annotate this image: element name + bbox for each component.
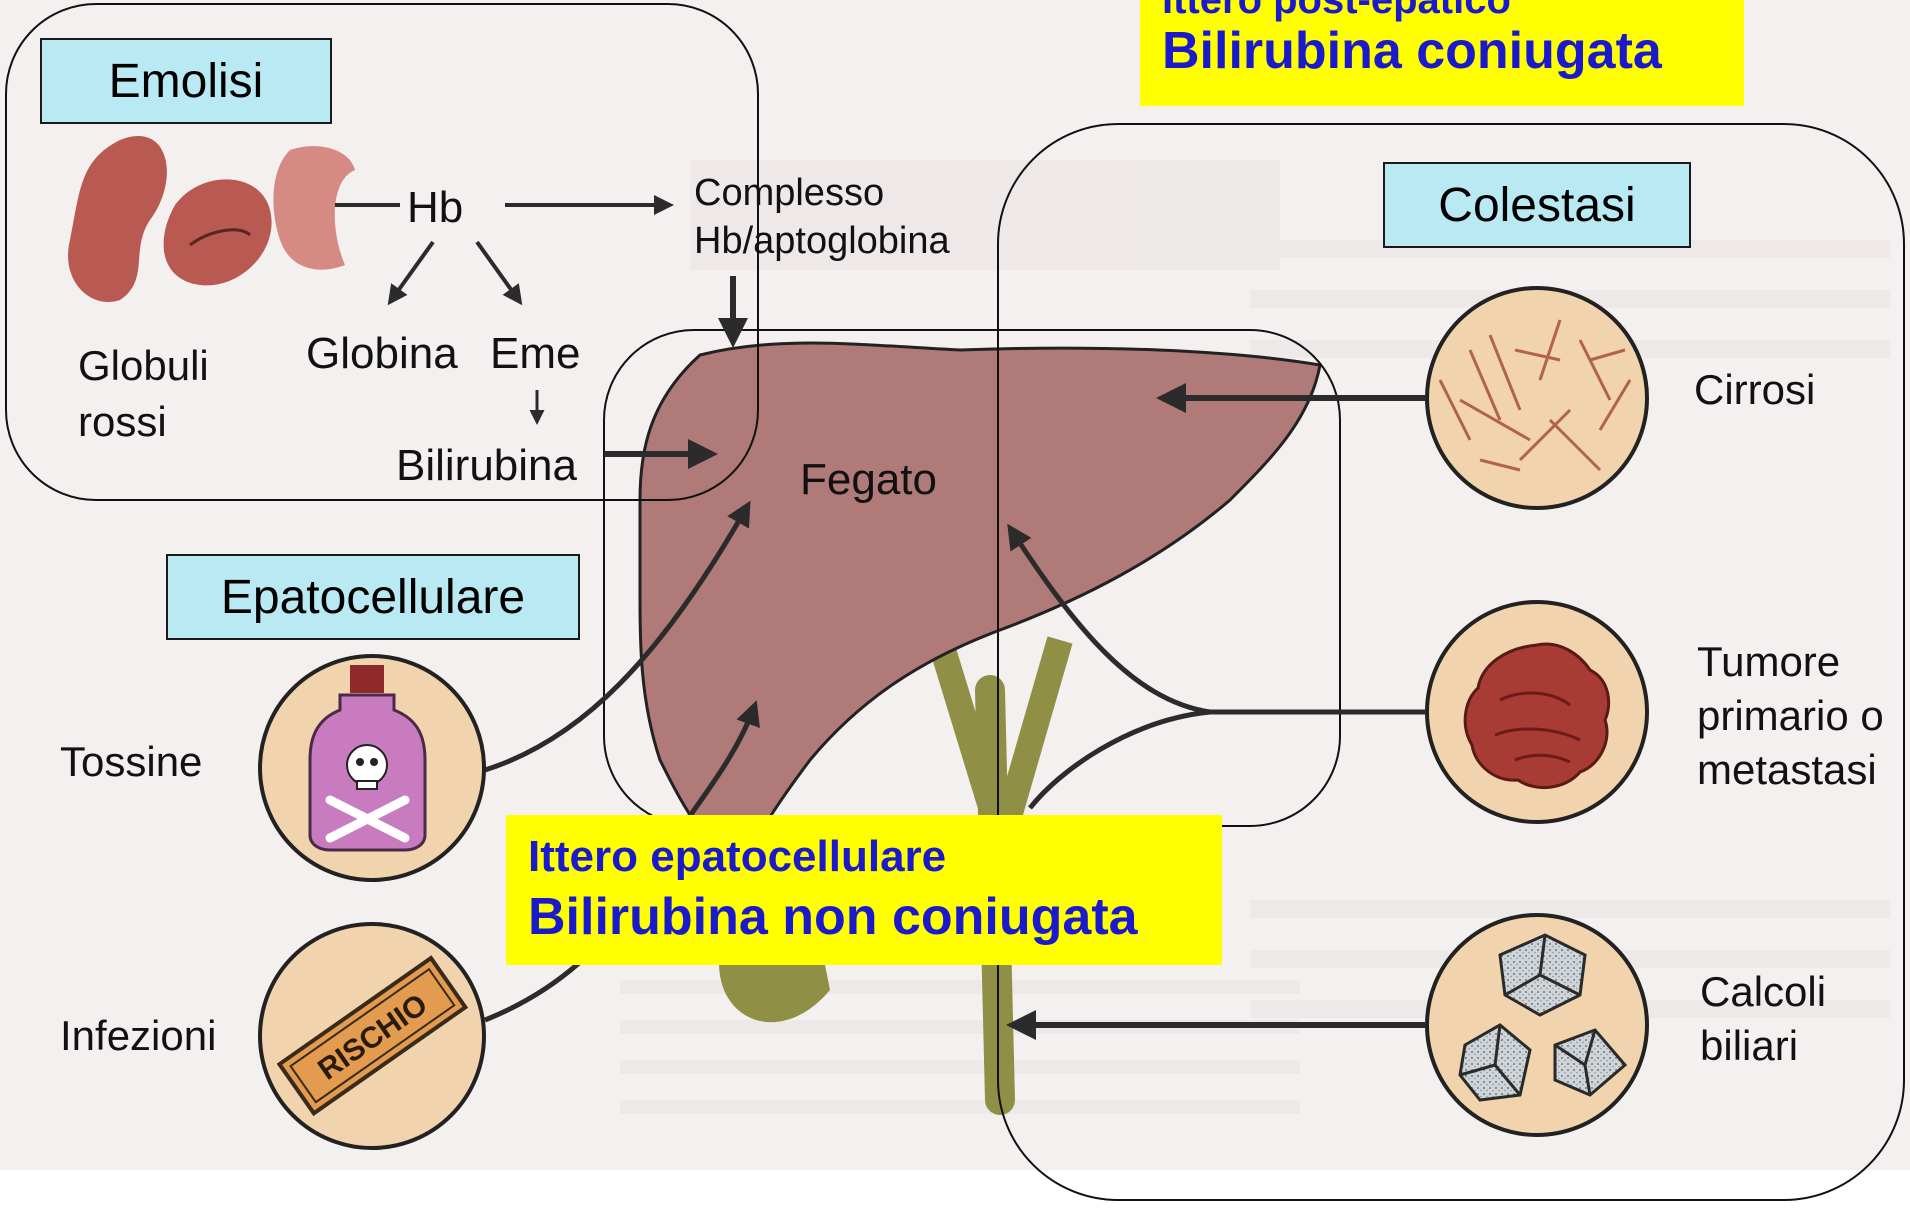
epatocellulare-subtitle: Bilirubina non coniugata: [528, 885, 1222, 949]
epatocellulare-label: Epatocellulare: [166, 554, 580, 640]
post-epatico-banner: Ittero post-epatico Bilirubina coniugata: [1140, 0, 1744, 106]
infezioni-circle: RISCHIO: [260, 924, 484, 1148]
tossine-label: Tossine: [60, 736, 202, 789]
infezioni-label: Infezioni: [60, 1010, 216, 1063]
tumore-label-line3: metastasi: [1697, 744, 1877, 797]
epatocellulare-banner: Ittero epatocellulare Bilirubina non con…: [506, 815, 1222, 965]
complesso-label-line1: Complesso: [694, 170, 884, 218]
colestasi-label: Colestasi: [1383, 162, 1691, 248]
post-epatico-title: Ittero post-epatico: [1162, 0, 1744, 20]
tumore-label-line2: primario o: [1697, 690, 1884, 743]
complesso-label-line2: Hb/aptoglobina: [694, 218, 950, 266]
calcoli-circle: [1427, 915, 1647, 1135]
post-epatico-subtitle: Bilirubina coniugata: [1162, 20, 1744, 82]
calcoli-label-line1: Calcoli: [1700, 966, 1826, 1019]
globuli-label-line1: Globuli: [78, 340, 209, 393]
globina-label: Globina: [306, 326, 458, 381]
bilirubina-label: Bilirubina: [396, 438, 577, 493]
cirrosi-label: Cirrosi: [1694, 364, 1815, 417]
eme-label: Eme: [490, 326, 580, 381]
cirrosi-circle: [1427, 288, 1647, 508]
emolisi-label: Emolisi: [40, 38, 332, 124]
hb-label: Hb: [407, 180, 463, 235]
tossine-circle: [260, 656, 484, 880]
calcoli-label-line2: biliari: [1700, 1020, 1798, 1073]
epatocellulare-title: Ittero epatocellulare: [528, 829, 1222, 885]
tumore-label-line1: Tumore: [1697, 636, 1840, 689]
tumore-circle: [1427, 602, 1647, 822]
fegato-label: Fegato: [800, 452, 937, 507]
globuli-label-line2: rossi: [78, 396, 167, 449]
